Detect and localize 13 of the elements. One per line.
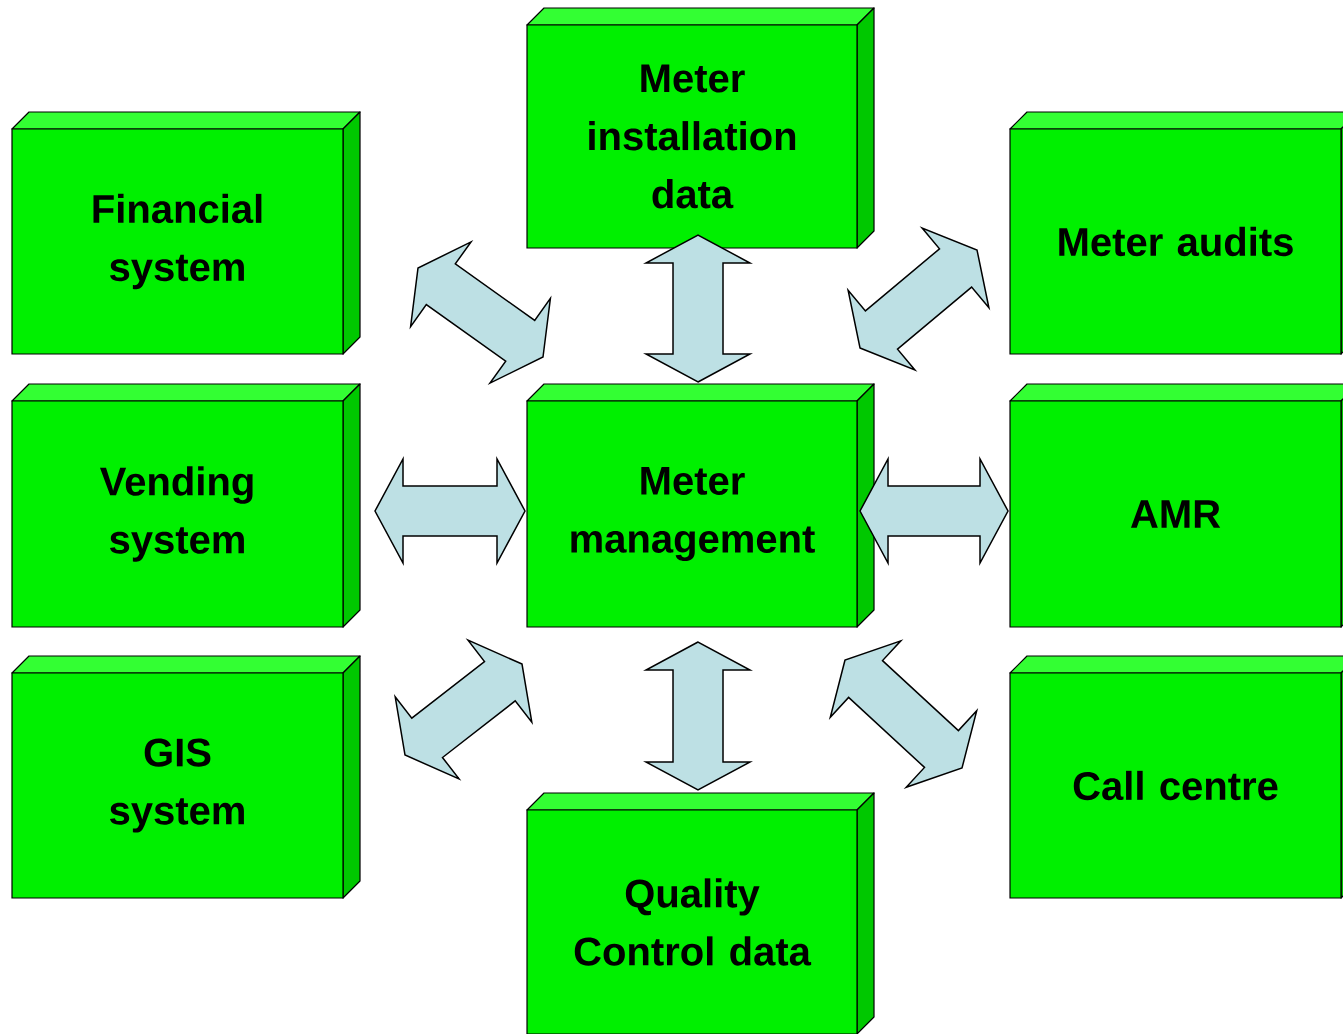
box-3d: Financial system <box>11 111 361 355</box>
box-3d: Meter audits <box>1009 111 1343 355</box>
box-3d: Call centre <box>1009 655 1343 899</box>
double-arrow <box>859 456 1009 566</box>
double-arrow <box>643 641 753 791</box>
box-3d: Quality Control data <box>526 792 875 1034</box>
box-3d: GIS system <box>11 655 361 899</box>
box-3d: Vending system <box>11 383 361 628</box>
box-3d: Meter management <box>526 383 875 628</box>
box-3d: Meter installation data <box>526 7 875 249</box>
double-arrow <box>374 456 526 566</box>
box-3d: AMR <box>1009 383 1343 628</box>
double-arrow <box>643 234 753 383</box>
